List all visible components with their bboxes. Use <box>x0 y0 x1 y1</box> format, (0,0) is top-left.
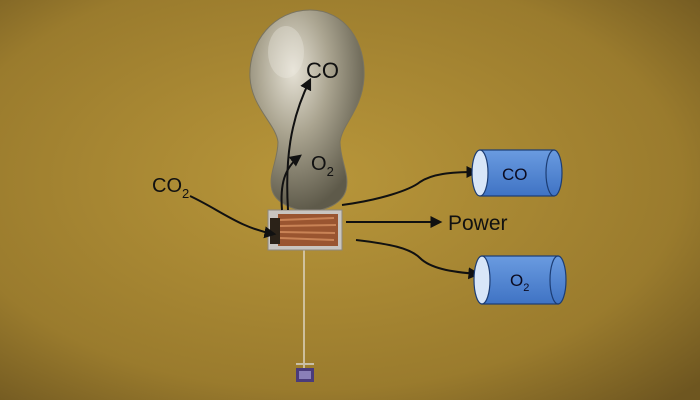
label-balloon-o2: O2 <box>311 153 334 179</box>
o2-tank-label: O2 <box>510 271 529 294</box>
co-tank: CO <box>471 149 563 197</box>
arrow-to-co-in-balloon <box>286 77 312 211</box>
electrolysis-unit <box>267 209 343 251</box>
label-power: Power <box>448 212 508 235</box>
co-tank-label: CO <box>502 165 528 184</box>
label-balloon-co: CO <box>306 58 339 83</box>
arrow-to-co-tank <box>341 166 479 206</box>
balloon-highlight <box>268 26 304 78</box>
label-input-co2: CO2 <box>152 175 189 201</box>
arrow-to-o2-tank <box>355 239 481 280</box>
arrow-to-o2-in-balloon <box>280 154 302 211</box>
o2-tank: O2 <box>473 255 567 305</box>
arrow-co2-input <box>189 195 277 239</box>
payload-box <box>296 363 314 382</box>
